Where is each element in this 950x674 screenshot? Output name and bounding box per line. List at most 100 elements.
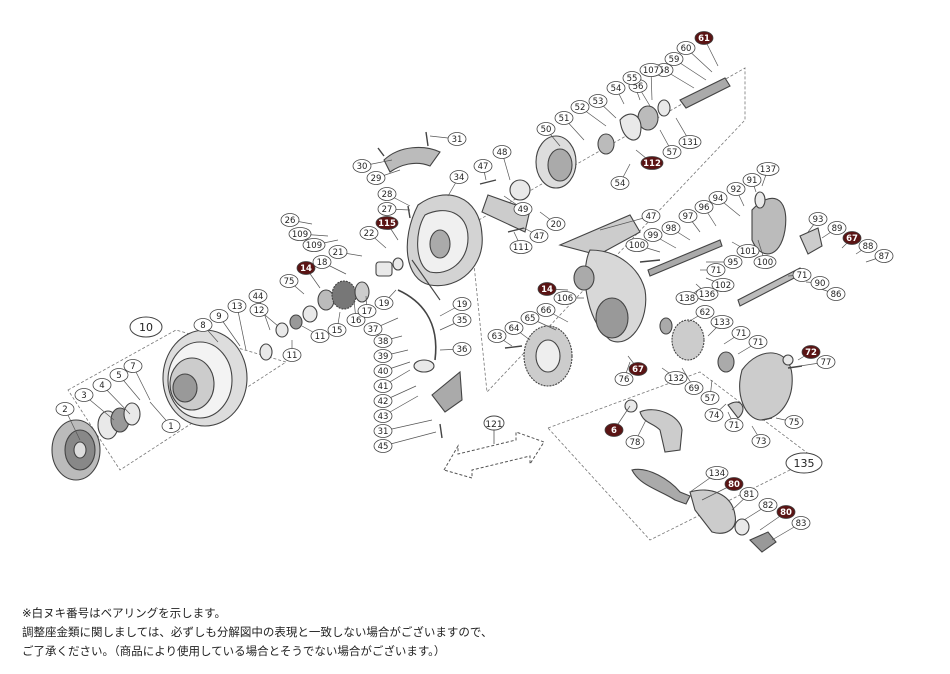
callout-number: 28 <box>382 190 393 200</box>
callout-bubble <box>363 322 383 336</box>
adjustment-note-continued: ご了承ください。（商品により使用している場合とそうでない場合がございます。） <box>22 644 446 658</box>
part-callout: 35 <box>452 313 472 327</box>
part-callout: 63 <box>487 329 507 343</box>
callout-number: 132 <box>668 374 684 384</box>
callout-number: 86 <box>831 290 842 300</box>
part-callout: 57 <box>700 391 720 405</box>
callout-bubble <box>536 303 556 317</box>
part-callout: 93 <box>808 212 828 226</box>
callout-number: 2 <box>62 405 67 415</box>
callout-number: 30 <box>357 162 368 172</box>
callout-bubble <box>751 434 771 448</box>
callout-number: 16 <box>351 316 362 326</box>
callout-number: 107 <box>643 66 659 76</box>
part-drawings <box>51 77 823 553</box>
callout-bubble <box>373 439 393 453</box>
callout-number: 52 <box>575 103 586 113</box>
callout-number: 5 <box>116 371 121 381</box>
part-callout: 66 <box>536 303 556 317</box>
arrow-label: 121 <box>485 420 502 430</box>
part-callout: 76 <box>614 372 634 386</box>
part-callout: 37 <box>363 322 383 336</box>
part-callout: 71 <box>731 326 751 340</box>
cover-screw <box>782 354 794 366</box>
callout-number: 19 <box>457 300 468 310</box>
part-callout: 107 <box>639 63 663 77</box>
callout-bubble <box>373 349 393 363</box>
callout-bubble <box>842 231 862 245</box>
callout-bubble <box>302 238 326 252</box>
callout-bubble <box>570 100 590 114</box>
callout-number: 54 <box>615 179 626 189</box>
part-callout: 96 <box>694 200 714 214</box>
callout-number: 62 <box>700 308 711 318</box>
spool-washer <box>275 322 289 338</box>
callout-bubble <box>373 364 393 378</box>
part-callout: 71 <box>724 418 744 432</box>
callout-bubble <box>724 477 744 491</box>
part-callout: 67 <box>842 231 862 245</box>
callout-number: 20 <box>551 220 562 230</box>
part-callout: 137 <box>756 162 780 176</box>
callout-bubble <box>625 435 645 449</box>
callouts: 6160595810756555453525150571311125431302… <box>55 31 894 530</box>
callout-bubble <box>776 505 796 519</box>
callout-number: 7 <box>130 362 135 372</box>
callout-bubble <box>310 329 330 343</box>
part-callout: 74 <box>704 408 724 422</box>
callout-bubble <box>625 238 649 252</box>
callout-number: 45 <box>378 442 389 452</box>
callout-number: 134 <box>709 469 725 479</box>
callout-bubble <box>537 282 557 296</box>
callout-bubble <box>711 278 735 292</box>
callout-number: 35 <box>457 316 468 326</box>
callout-bubble <box>675 291 699 305</box>
callout-number: 83 <box>796 519 807 529</box>
callout-bubble <box>641 209 661 223</box>
callout-number: 67 <box>632 365 644 375</box>
callout-bubble <box>640 156 664 170</box>
callout-number: 18 <box>317 258 328 268</box>
callout-number: 44 <box>253 292 264 302</box>
part-callout: 101 <box>736 244 760 258</box>
callout-bubble <box>710 315 734 329</box>
callout-number: 115 <box>378 219 396 229</box>
part-callout: 26 <box>280 213 300 227</box>
part-callout: 14 <box>537 282 557 296</box>
callout-bubble <box>312 255 332 269</box>
callout-number: 53 <box>593 97 604 107</box>
callout-bubble <box>614 372 634 386</box>
callout-number: 38 <box>378 337 389 347</box>
callout-bubble <box>375 216 399 230</box>
callout-number: 27 <box>382 205 393 215</box>
callout-number: 13 <box>232 302 243 312</box>
callout-bubble <box>357 304 377 318</box>
callout-number: 71 <box>753 338 764 348</box>
part-callout: 39 <box>373 349 393 363</box>
callout-bubble <box>826 287 846 301</box>
part-callout: 100 <box>625 238 649 252</box>
callout-bubble <box>756 162 780 176</box>
group-label-10: 10 <box>129 316 163 338</box>
callout-number: 66 <box>541 306 552 316</box>
group-label-text: 10 <box>139 321 153 334</box>
bearing <box>659 317 673 335</box>
part-callout: 47 <box>641 209 661 223</box>
part-callout: 27 <box>377 202 397 216</box>
drive-gear-hub <box>535 339 561 373</box>
part-callout: 99 <box>643 228 663 242</box>
callout-bubble <box>328 245 348 259</box>
part-callout: 90 <box>810 276 830 290</box>
callout-bubble <box>736 244 760 258</box>
callout-number: 96 <box>699 203 710 213</box>
part-callout: 31 <box>373 424 393 438</box>
part-callout: 112 <box>640 156 664 170</box>
part-callout: 98 <box>661 221 681 235</box>
part-callout: 19 <box>374 296 394 310</box>
part-callout: 69 <box>684 381 704 395</box>
washer <box>657 99 671 117</box>
part-callout: 109 <box>302 238 326 252</box>
callout-bubble <box>816 355 836 369</box>
stopper <box>799 227 823 255</box>
pinion-assembly <box>481 135 577 233</box>
